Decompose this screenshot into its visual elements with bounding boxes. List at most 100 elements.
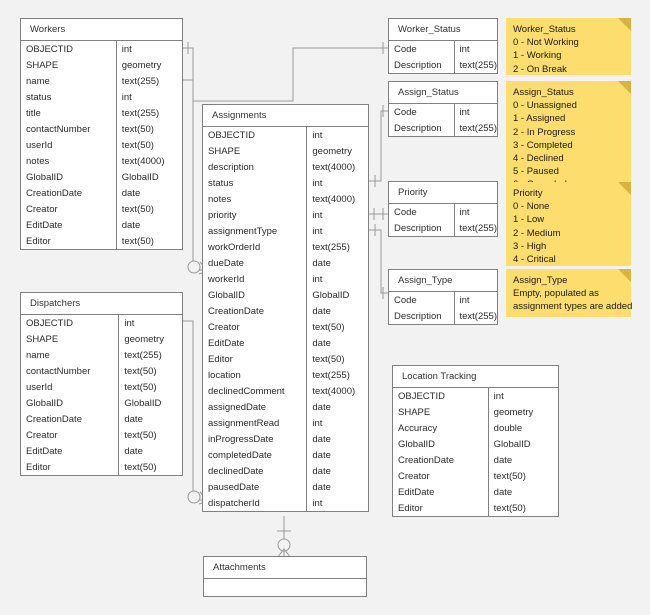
field-type: text(50) bbox=[493, 470, 526, 482]
field-row: OBJECTID int bbox=[21, 315, 182, 331]
field-name: assignmentRead bbox=[203, 415, 308, 431]
field-type: text(50) bbox=[124, 461, 157, 473]
field-type: date bbox=[124, 413, 143, 425]
note-line: 4 - Critical bbox=[513, 254, 556, 266]
field-name: GlobalID bbox=[393, 436, 489, 452]
field-type: int bbox=[312, 497, 323, 509]
field-type: geometry bbox=[124, 333, 164, 345]
field-row: name text(255) bbox=[21, 73, 182, 89]
field-name: declinedComment bbox=[203, 383, 308, 399]
field-name: name bbox=[21, 73, 117, 89]
field-type: text(255) bbox=[459, 310, 498, 322]
connector-assignments-status-to-assign-status bbox=[369, 110, 388, 182]
field-row: assignmentRead int bbox=[203, 415, 368, 431]
field-name: Code bbox=[389, 41, 455, 57]
note-assign-type-title: Assign_Type bbox=[513, 275, 568, 286]
field-name: name bbox=[21, 347, 120, 363]
note-fold-icon bbox=[618, 18, 631, 31]
field-name: CreationDate bbox=[393, 452, 489, 468]
field-name: EditDate bbox=[393, 484, 489, 500]
field-type: date bbox=[312, 481, 331, 493]
field-type: text(50) bbox=[124, 429, 157, 441]
entity-assign-status-title: Assign_Status bbox=[389, 82, 497, 104]
entity-worker-status-title: Worker_Status bbox=[389, 19, 497, 41]
field-name: SHAPE bbox=[203, 143, 308, 159]
field-name: Editor bbox=[393, 500, 489, 516]
field-type: text(50) bbox=[121, 123, 154, 135]
field-name: OBJECTID bbox=[21, 315, 120, 331]
connector-dispatchers-to-assignments-dispatcherid bbox=[183, 320, 202, 501]
note-line: 1 - Low bbox=[513, 214, 545, 226]
note-worker-status-title: Worker_Status bbox=[513, 24, 576, 35]
field-name: EditDate bbox=[21, 443, 120, 459]
field-type: int bbox=[312, 225, 323, 237]
entity-priority-title: Priority bbox=[389, 182, 497, 204]
field-type: text(255) bbox=[124, 349, 162, 361]
field-type: date bbox=[312, 337, 331, 349]
note-line: 1 - Working bbox=[513, 50, 562, 62]
field-type: text(255) bbox=[121, 75, 160, 87]
field-name: declinedDate bbox=[203, 463, 308, 479]
field-type: GlobalID bbox=[121, 171, 159, 183]
field-name: description bbox=[203, 159, 308, 175]
field-name: Creator bbox=[393, 468, 489, 484]
field-name: Creator bbox=[21, 427, 120, 443]
field-type: double bbox=[493, 422, 523, 434]
field-type: date bbox=[312, 305, 331, 317]
field-type: int bbox=[124, 317, 135, 329]
field-name: workOrderId bbox=[203, 239, 308, 255]
field-name: dueDate bbox=[203, 255, 308, 271]
note-line: 2 - In Progress bbox=[513, 126, 576, 138]
field-type: text(50) bbox=[121, 235, 154, 247]
note-assign-status-title: Assign_Status bbox=[513, 87, 574, 98]
field-name: title bbox=[21, 105, 117, 121]
field-type: date bbox=[312, 465, 331, 477]
zero-marker-attachments bbox=[277, 538, 291, 552]
field-name: Creator bbox=[203, 319, 308, 335]
field-name: notes bbox=[21, 153, 117, 169]
note-line: 4 - Declined bbox=[513, 153, 564, 165]
field-name: location bbox=[203, 367, 308, 383]
note-line: assignment types are added bbox=[513, 301, 633, 313]
field-name: status bbox=[21, 89, 117, 105]
field-row: CreationDate date bbox=[21, 411, 182, 427]
entity-attachments[interactable]: Attachments bbox=[203, 556, 367, 597]
field-name: CreationDate bbox=[203, 303, 308, 319]
field-type: date bbox=[312, 401, 331, 413]
entity-workers-title: Workers bbox=[21, 19, 182, 41]
field-type: date bbox=[121, 219, 141, 231]
field-name: workerId bbox=[203, 271, 308, 287]
field-type: int bbox=[312, 417, 323, 429]
field-name: OBJECTID bbox=[393, 388, 489, 404]
note-fold-icon bbox=[618, 182, 631, 195]
entity-assign-type-title: Assign_Type bbox=[389, 270, 497, 292]
field-name: CreationDate bbox=[21, 411, 120, 427]
field-type: int bbox=[121, 91, 132, 103]
